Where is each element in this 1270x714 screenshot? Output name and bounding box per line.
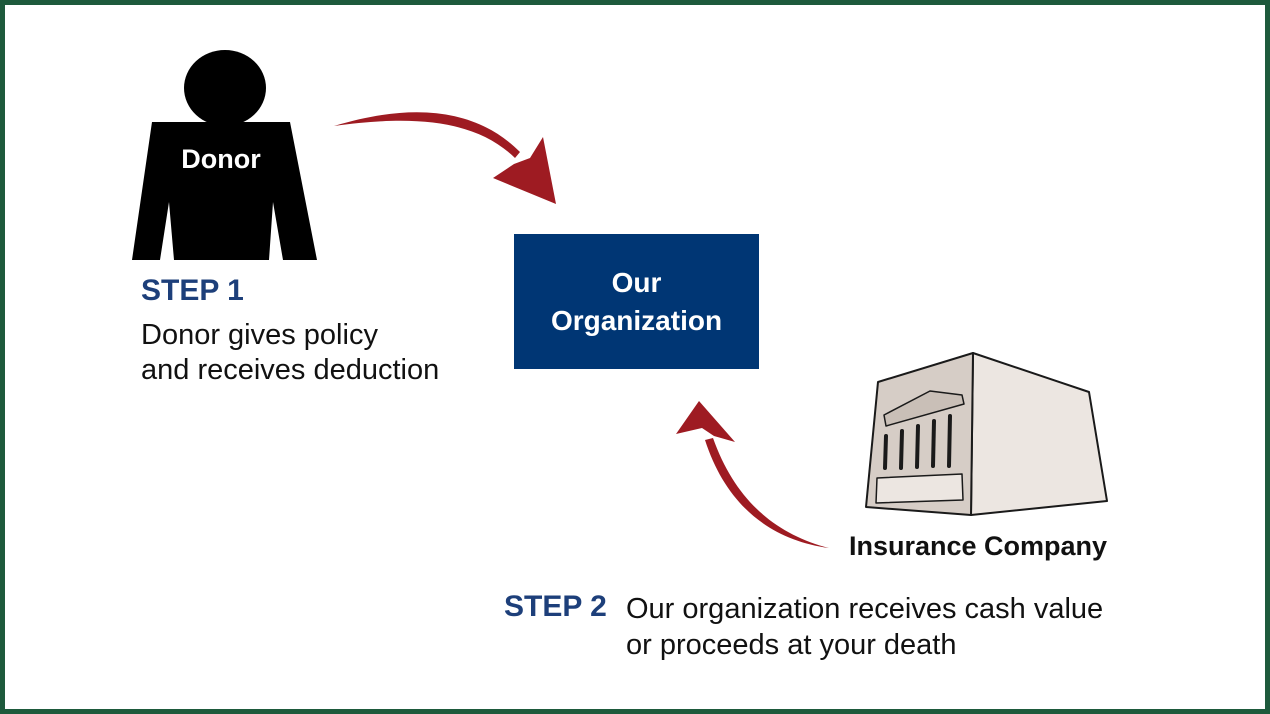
organization-line1: Our [611, 266, 662, 298]
donor-label: Donor [181, 144, 261, 174]
organization-line2: Organization [550, 304, 723, 336]
insurance-to-org-arrow [676, 401, 829, 548]
insurance-company-label: Insurance Company [849, 531, 1108, 561]
step1-heading: STEP 1 [141, 274, 244, 307]
organization-box: Our Organization [514, 234, 759, 369]
step1-description: Donor gives policy and receives deductio… [141, 318, 439, 388]
step2-line1: Our organization receives cash value [626, 593, 1104, 625]
step1-line2: and receives deduction [141, 354, 440, 386]
insurance-building-icon [865, 352, 1108, 516]
donor-figure-icon [132, 50, 317, 260]
step2-heading: STEP 2 [504, 590, 607, 623]
step2-line2: or proceeds at your death [626, 629, 957, 661]
donor-to-org-arrow [334, 112, 556, 204]
step1-line1: Donor gives policy [141, 319, 378, 351]
step2-description: Our organization receives cash value or … [626, 591, 1103, 663]
